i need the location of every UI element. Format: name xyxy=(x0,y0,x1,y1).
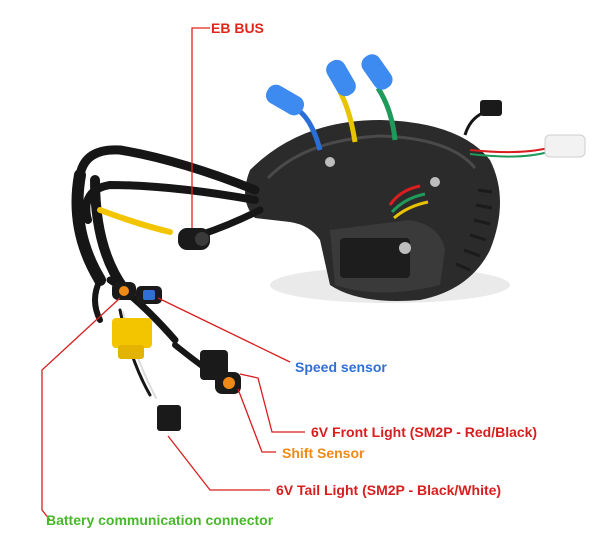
speed-sensor-leader xyxy=(157,297,291,363)
eb-bus-leader xyxy=(191,27,210,228)
shift-sensor-connector xyxy=(215,372,241,394)
motor-unit xyxy=(245,120,500,301)
cable-harness xyxy=(71,145,264,399)
label-speed-sensor: Speed sensor xyxy=(295,359,387,375)
speed-sensor-connector xyxy=(136,286,162,304)
battery-comm-leader xyxy=(41,297,121,521)
shift-sensor-leader xyxy=(237,388,276,453)
tail-light-connector xyxy=(157,405,181,431)
label-tail-light: 6V Tail Light (SM2P - Black/White) xyxy=(276,482,502,498)
leader-lines xyxy=(41,27,305,521)
front-light-leader xyxy=(239,373,305,433)
label-battery-comm: Battery communication connector xyxy=(46,512,274,528)
label-shift-sensor: Shift Sensor xyxy=(282,445,365,461)
label-front-light: 6V Front Light (SM2P - Red/Black) xyxy=(311,424,538,440)
battery-comm-connector xyxy=(112,282,136,300)
label-eb-bus: EB BUS xyxy=(211,20,264,36)
phase-leads xyxy=(265,54,398,151)
xt60-connector xyxy=(112,318,152,359)
tail-light-leader xyxy=(167,435,270,491)
aux-connectors xyxy=(463,100,586,158)
eb-bus-connector xyxy=(178,228,210,250)
